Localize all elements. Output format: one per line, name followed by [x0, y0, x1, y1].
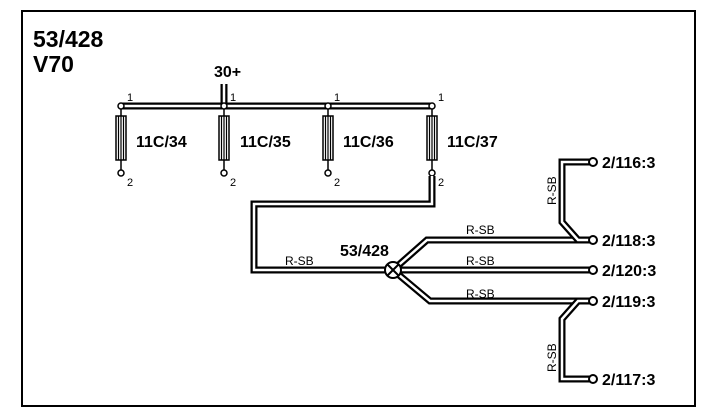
wire-color-label: R-SB — [545, 343, 559, 372]
connector-icon — [588, 157, 598, 167]
fuse-label: 11C/37 — [447, 134, 498, 151]
connector-label: 2/119:3 — [602, 294, 655, 311]
fuse-pin-2-dot — [324, 169, 332, 177]
fuse-11c-34: 1 2 11C/34 — [115, 92, 187, 189]
fuse-pin-1-label: 1 — [127, 92, 133, 104]
connector-2-118-3: 2/118:3 — [588, 233, 655, 250]
connector-label: 2/120:3 — [602, 263, 656, 280]
model-label: V70 — [33, 51, 74, 77]
connector-icon — [588, 296, 598, 306]
fuse-pin-2-label: 2 — [438, 177, 444, 189]
supply-label: 30+ — [214, 64, 241, 81]
diagram-id-label: 53/428 — [33, 26, 104, 52]
fuse-pin-2-label: 2 — [127, 177, 133, 189]
wire-color-label: R-SB — [545, 176, 559, 205]
wire-color-label: R-SB — [466, 223, 495, 237]
fuse-pin-1-label: 1 — [230, 92, 236, 104]
fuse-pin-1-dot — [117, 102, 125, 110]
wire-2-119-to-2-117 — [558, 297, 590, 383]
fuse-label: 11C/35 — [240, 134, 291, 151]
splice-53-428 — [384, 261, 402, 279]
connector-icon — [588, 374, 598, 384]
wire-splice-to-2-119 — [390, 267, 590, 305]
wire-fuse-to-splice — [250, 176, 436, 274]
diagram-frame — [21, 10, 696, 407]
splice-label: 53/428 — [340, 243, 389, 260]
wire-2-118-to-2-116 — [558, 158, 590, 244]
connector-label: 2/118:3 — [602, 233, 655, 250]
connector-2-117-3: 2/117:3 — [588, 372, 655, 389]
fuse-pin-2-label: 2 — [230, 177, 236, 189]
fuse-label: 11C/36 — [343, 134, 394, 151]
connector-label: 2/116:3 — [602, 155, 655, 172]
fuse-11c-36: 1 2 11C/36 — [322, 92, 394, 189]
wire-splice-to-2-118 — [390, 236, 590, 273]
wire-color-label: R-SB — [466, 287, 495, 301]
fuse-label: 11C/34 — [136, 134, 187, 151]
fuse-11c-35: 1 2 11C/35 — [218, 92, 291, 189]
wire-color-label: R-SB — [466, 254, 495, 268]
fuse-pin-1-dot — [324, 102, 332, 110]
connector-icon — [588, 265, 598, 275]
wire-color-label: R-SB — [285, 254, 314, 268]
fuse-11c-37: 1 2 11C/37 — [426, 92, 498, 189]
connector-2-116-3: 2/116:3 — [588, 155, 655, 172]
fuse-pin-1-dot — [220, 102, 228, 110]
fuse-pin-2-dot — [220, 169, 228, 177]
fuse-pin-2-dot — [117, 169, 125, 177]
fuse-pin-1-label: 1 — [334, 92, 340, 104]
fuse-pin-2-dot — [428, 169, 436, 177]
connector-label: 2/117:3 — [602, 372, 655, 389]
connector-2-120-3: 2/120:3 — [588, 263, 656, 280]
fuse-pin-1-dot — [428, 102, 436, 110]
fuse-pin-2-label: 2 — [334, 177, 340, 189]
connector-2-119-3: 2/119:3 — [588, 294, 655, 311]
fuse-pin-1-label: 1 — [438, 92, 444, 104]
connector-icon — [588, 235, 598, 245]
